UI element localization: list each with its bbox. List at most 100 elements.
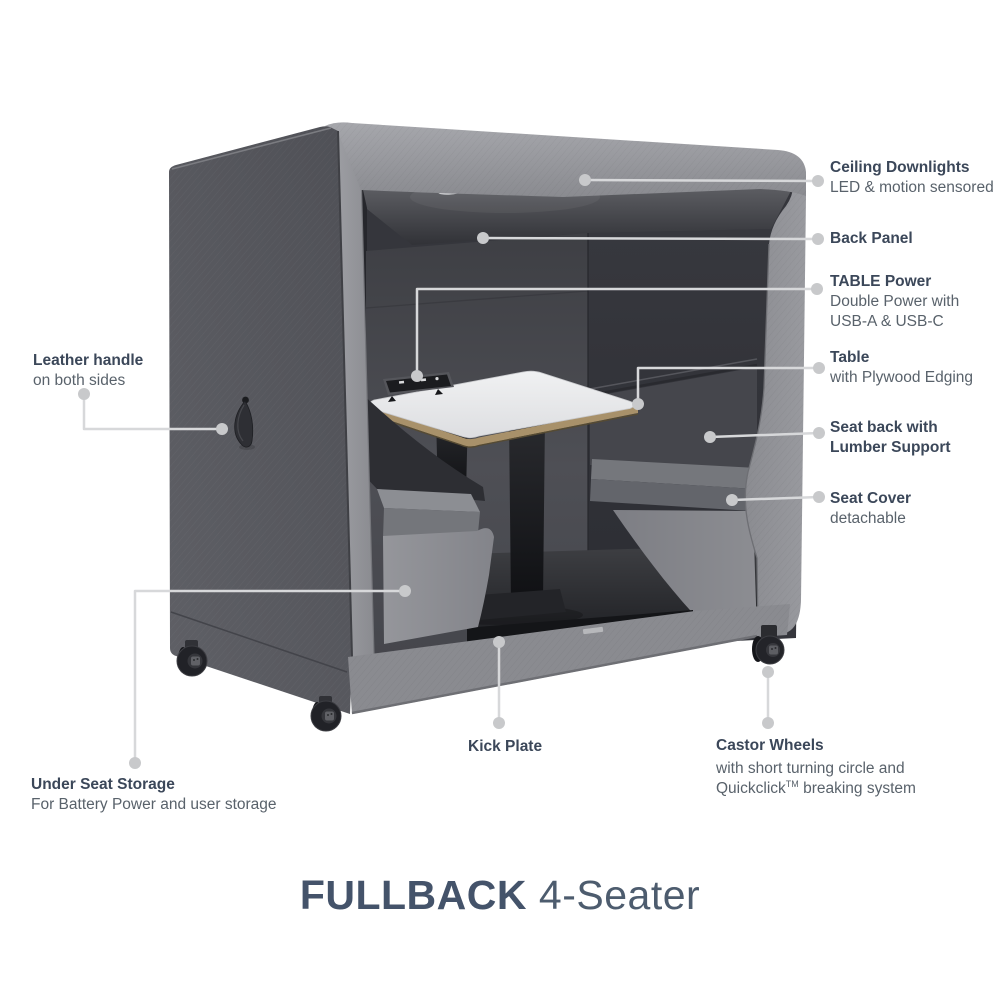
panel-front-shadow <box>337 130 353 658</box>
trademark-symbol: TM <box>785 778 799 789</box>
callout-heading: Leather handle <box>33 352 144 369</box>
callout-subtext: USB-A & USB-C <box>830 313 944 330</box>
callout-heading: Castor Wheels <box>716 737 824 754</box>
right-seat-cushion-front <box>590 479 755 511</box>
right-seat-cushion-top <box>591 459 757 489</box>
leader-line-seat-back <box>708 431 821 439</box>
callout-dot <box>726 494 738 506</box>
callout-ceiling-downlights: Ceiling Downlights LED & motion sensored <box>830 158 994 198</box>
panel-base-seam <box>170 611 348 673</box>
callout-subtext: QuickclickTM breaking system <box>716 779 916 799</box>
callout-dot <box>399 585 411 597</box>
back-panel-seam <box>365 290 589 309</box>
callout-dot <box>493 636 505 648</box>
callout-dot <box>78 388 90 400</box>
callout-dot <box>477 232 489 244</box>
right-frame-inner-edge <box>744 243 770 637</box>
plywood-edge-shadowline <box>364 412 639 448</box>
leader-lines <box>82 178 821 765</box>
seat-back-piping <box>589 363 758 397</box>
callout-dot <box>762 717 774 729</box>
callout-dot <box>812 175 824 187</box>
right-frame-fabric <box>745 185 806 636</box>
callout-subtext: with short turning circle and <box>716 760 905 777</box>
castor-wheel <box>310 696 342 732</box>
callout-seat-cover: Seat Cover detachable <box>830 489 911 529</box>
roof-fabric <box>325 122 806 197</box>
callout-heading: Ceiling Downlights <box>830 159 970 176</box>
callout-subtext: on both sides <box>33 372 126 389</box>
callout-subtext: LED & motion sensored <box>830 179 994 196</box>
left-seat-cushion-front <box>383 508 480 538</box>
leader-line-under-seat <box>133 589 407 765</box>
usb-port-icon <box>420 378 427 382</box>
callout-heading: Seat back with <box>830 419 938 436</box>
leader-line-back-panel <box>481 236 820 241</box>
callout-heading: TABLE Power <box>830 273 932 290</box>
callout-dot <box>762 666 774 678</box>
leader-line-seat-cover <box>730 495 821 502</box>
callout-dot <box>579 174 591 186</box>
left-bench-body <box>383 528 494 644</box>
left-seat-back-wing <box>357 389 485 501</box>
callout-subtext: For Battery Power and user storage <box>31 796 277 813</box>
castor-wheel <box>176 640 208 677</box>
callout-table: Table with Plywood Edging <box>830 348 973 388</box>
leader-line-leather-handle <box>82 392 224 431</box>
product-title-brand: FULLBACK <box>299 872 527 918</box>
base-label-plate <box>582 626 604 635</box>
castor-wheel <box>752 625 785 665</box>
callout-dot <box>411 370 423 382</box>
callout-dot <box>704 431 716 443</box>
callout-dot <box>813 427 825 439</box>
left-seat-cushion-top <box>377 489 480 512</box>
callout-back-panel: Back Panel <box>830 229 913 249</box>
usb-port-icon <box>398 380 405 384</box>
post-edge <box>359 132 375 657</box>
callout-heading: Under Seat Storage <box>31 776 175 793</box>
callout-seat-back: Seat back with Lumber Support <box>830 418 951 458</box>
castor-brand-suffix: breaking system <box>798 780 916 797</box>
callout-dot <box>813 362 825 374</box>
right-seat-back <box>590 367 757 473</box>
plywood-edge <box>365 405 638 447</box>
product-title: FULLBACK 4-Seater <box>0 872 1000 918</box>
callout-dot <box>216 423 228 435</box>
callout-heading: Seat Cover <box>830 490 911 507</box>
callout-leather-handle: Leather handle on both sides <box>33 351 143 391</box>
castor-brand-text: Quickclick <box>716 780 786 797</box>
callout-dot <box>813 491 825 503</box>
callout-kick-plate: Kick Plate <box>468 737 542 757</box>
callout-dot <box>812 233 824 245</box>
callout-castor-wheels: Castor Wheels with short turning circle … <box>716 736 916 799</box>
leader-line-table <box>636 366 821 406</box>
table-leg-far <box>509 416 545 605</box>
callout-dots <box>78 174 825 769</box>
base-bottom-shade <box>351 634 758 715</box>
left-side-panel-fabric <box>169 126 352 714</box>
callout-dot <box>129 757 141 769</box>
leather-handle <box>234 396 255 450</box>
pod-body <box>169 122 806 732</box>
callout-dot <box>811 283 823 295</box>
callout-dot <box>493 717 505 729</box>
callout-dot <box>632 398 644 410</box>
panel-top-highlight <box>171 127 332 170</box>
callout-heading: Lumber Support <box>830 439 951 456</box>
leader-line-table-power <box>415 287 819 378</box>
callout-heading: Kick Plate <box>468 738 543 755</box>
callout-table-power: TABLE Power Double Power with USB-A & US… <box>830 272 959 332</box>
interior-ceiling <box>358 187 793 245</box>
callout-heading: Table <box>830 349 870 366</box>
callout-subtext: with Plywood Edging <box>830 369 974 386</box>
callout-subtext: Double Power with <box>830 293 960 310</box>
callout-heading: Back Panel <box>830 230 913 247</box>
callout-under-seat-storage: Under Seat Storage For Battery Power and… <box>31 775 277 815</box>
product-title-model: 4-Seater <box>538 872 701 918</box>
right-bench-body <box>613 510 757 634</box>
power-socket-icon <box>435 377 439 381</box>
seat-back-piping-highlight <box>589 358 758 390</box>
table-power-unit <box>383 372 454 402</box>
